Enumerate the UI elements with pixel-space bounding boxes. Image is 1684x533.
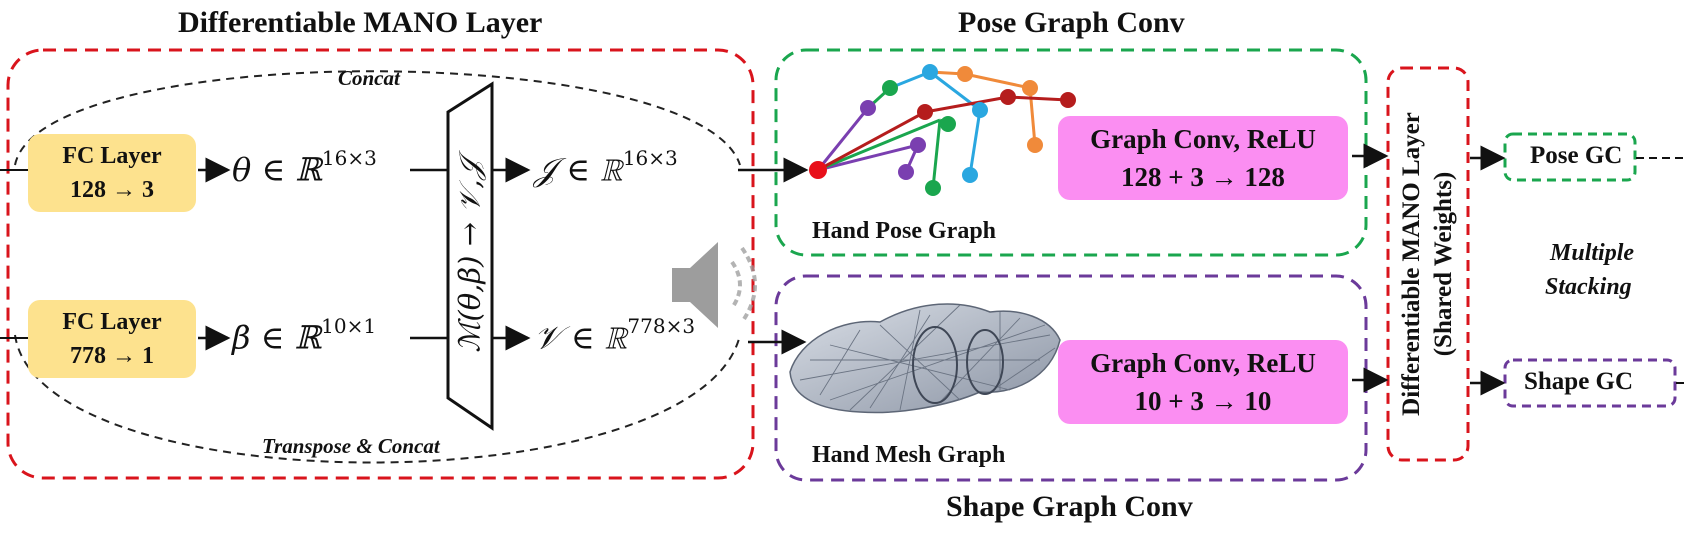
fc-pose-dims: 128 → 3 [70, 177, 154, 203]
beta-base: β ∈ ℝ [232, 318, 322, 357]
shared-mano-layer-label: Differentiable MANO Layer (Shared Weight… [1396, 112, 1460, 416]
graph-conv-pose: Graph Conv, ReLU 128 + 3 → 128 [1058, 116, 1348, 200]
fc-layer-shape: FC Layer 778 → 1 [28, 300, 196, 378]
multiple-stacking-line1: Multiple [1550, 240, 1635, 266]
joints-exponent: 16×3 [622, 146, 678, 170]
hand-mesh-graph-label: Hand Mesh Graph [812, 442, 1006, 468]
mano-layer-box [6, 48, 755, 480]
hand-mesh-illustration [789, 303, 1061, 414]
fc-pose-title: FC Layer [62, 143, 162, 169]
pose-graph-conv-title: Pose Graph Conv [958, 6, 1185, 39]
gc-shape-title: Graph Conv, ReLU [1090, 348, 1316, 378]
vertices-base: 𝒱 ∈ ℝ [534, 318, 628, 357]
speaker-icon [672, 242, 757, 328]
hand-pose-joints [809, 64, 1076, 196]
fc-shape-dims: 778 → 1 [70, 343, 154, 369]
transpose-concat-label: Transpose & Concat [262, 434, 440, 458]
theta-label: θ ∈ ℝ16×3 [232, 146, 377, 189]
gc-shape-dims: 10 + 3 → 10 [1134, 386, 1272, 416]
vertices-label: 𝒱 ∈ ℝ778×3 [534, 314, 695, 358]
shape-graph-box [774, 274, 1368, 482]
fc-layer-pose: FC Layer 128 → 3 [28, 134, 196, 212]
beta-exponent: 10×1 [321, 314, 377, 338]
fc-shape-title: FC Layer [62, 309, 162, 335]
mano-function-label: ℳ(θ,β) → 𝒱,𝒥 [452, 159, 487, 353]
mano-function-shape [446, 81, 494, 431]
joints-label: 𝒥 ∈ ℝ16×3 [534, 146, 678, 190]
theta-base: θ ∈ ℝ [232, 150, 322, 189]
graph-conv-shape: Graph Conv, ReLU 10 + 3 → 10 [1058, 340, 1348, 424]
shape-graph-conv-title: Shape Graph Conv [946, 490, 1193, 523]
gc-pose-title: Graph Conv, ReLU [1090, 124, 1316, 154]
hand-pose-graph-label: Hand Pose Graph [812, 218, 997, 244]
mano-layer-title: Differentiable MANO Layer [178, 6, 543, 39]
concat-curve [14, 70, 741, 166]
pose-graph-box [774, 48, 1368, 257]
shared-mano-title: Differentiable MANO Layer [1398, 112, 1425, 416]
pose-gc-box [1503, 132, 1637, 182]
multiple-stacking-line2: Stacking [1545, 274, 1632, 300]
concat-label: Concat [338, 66, 400, 90]
shared-mano-box [1386, 66, 1470, 462]
hand-pose-graph-illustration [816, 70, 1069, 189]
theta-exponent: 16×3 [321, 146, 377, 170]
pose-gc-label: Pose GC [1530, 142, 1623, 169]
shared-mano-subtitle: (Shared Weights) [1430, 171, 1457, 357]
beta-label: β ∈ ℝ10×1 [232, 314, 376, 357]
shape-gc-label: Shape GC [1524, 368, 1634, 395]
vertices-exponent: 778×3 [627, 314, 696, 338]
joints-base: 𝒥 ∈ ℝ [534, 150, 623, 189]
gc-pose-dims: 128 + 3 → 128 [1121, 162, 1285, 192]
